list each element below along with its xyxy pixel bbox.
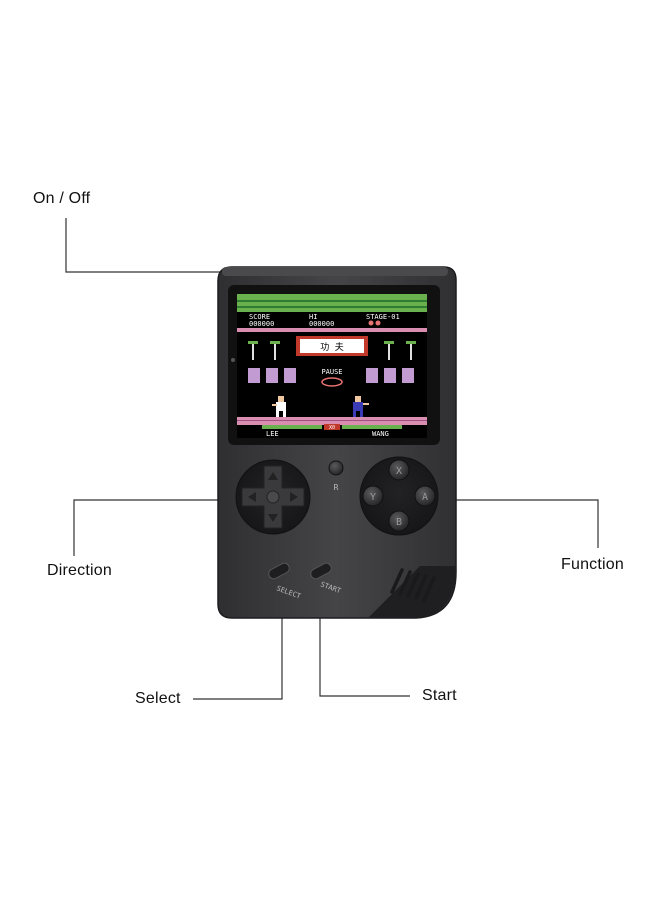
power-led xyxy=(231,358,235,362)
pause-text: PAUSE xyxy=(321,368,342,376)
a-button-label: A xyxy=(422,492,428,503)
player-lee-name: LEE xyxy=(266,430,279,438)
fighter-lee xyxy=(272,396,286,417)
start-button[interactable] xyxy=(309,561,333,580)
a-button[interactable] xyxy=(414,485,436,507)
x-button-label: X xyxy=(396,466,402,477)
player-wang-name: WANG xyxy=(372,430,389,438)
roof-tiles xyxy=(237,294,427,312)
speaker-grille xyxy=(390,568,436,602)
y-button-label: Y xyxy=(370,492,376,503)
fighter-wang xyxy=(353,396,369,417)
power-switch[interactable] xyxy=(222,267,448,276)
on-off-leader xyxy=(65,218,230,273)
direction-callout: Direction xyxy=(47,562,112,579)
hi-label: HI xyxy=(309,313,317,321)
score-label: SCORE xyxy=(249,313,270,321)
stage-label: STAGE-01 xyxy=(366,313,400,321)
game-screen: SCORE 000000 HI 000000 STAGE-01 功 夫 PAUS… xyxy=(237,294,427,438)
health-bar-wang xyxy=(342,425,402,429)
dpad-left-icon xyxy=(248,492,256,502)
health-bar-lee xyxy=(262,425,322,429)
r-button-label: R xyxy=(334,483,339,492)
b-button[interactable] xyxy=(388,510,410,532)
score-value: 000000 xyxy=(249,320,274,328)
dpad-down-icon xyxy=(268,514,278,522)
x-button[interactable] xyxy=(388,459,410,481)
y-button[interactable] xyxy=(362,485,384,507)
direction-leader xyxy=(73,499,228,556)
temple-windows xyxy=(248,368,414,383)
select-button[interactable] xyxy=(267,561,291,580)
dpad-up-icon xyxy=(268,472,278,480)
on-off-callout: On / Off xyxy=(33,190,91,207)
handheld-console: SCORE 000000 HI 000000 STAGE-01 功 夫 PAUS… xyxy=(217,266,457,619)
center-badge: X0 xyxy=(329,425,335,431)
hi-value: 000000 xyxy=(309,320,334,328)
face-buttons: X Y A B xyxy=(359,456,439,536)
select-callout: Select xyxy=(135,690,181,707)
function-callout: Function xyxy=(561,556,624,573)
start-callout: Start xyxy=(422,687,457,704)
b-button-label: B xyxy=(396,517,402,528)
function-leader xyxy=(430,499,599,548)
temple-sign-text: 功 夫 xyxy=(320,341,343,353)
dpad-right-icon xyxy=(290,492,298,502)
r-button[interactable] xyxy=(328,460,344,476)
direction-pad[interactable] xyxy=(235,459,311,535)
lanterns xyxy=(248,341,416,360)
